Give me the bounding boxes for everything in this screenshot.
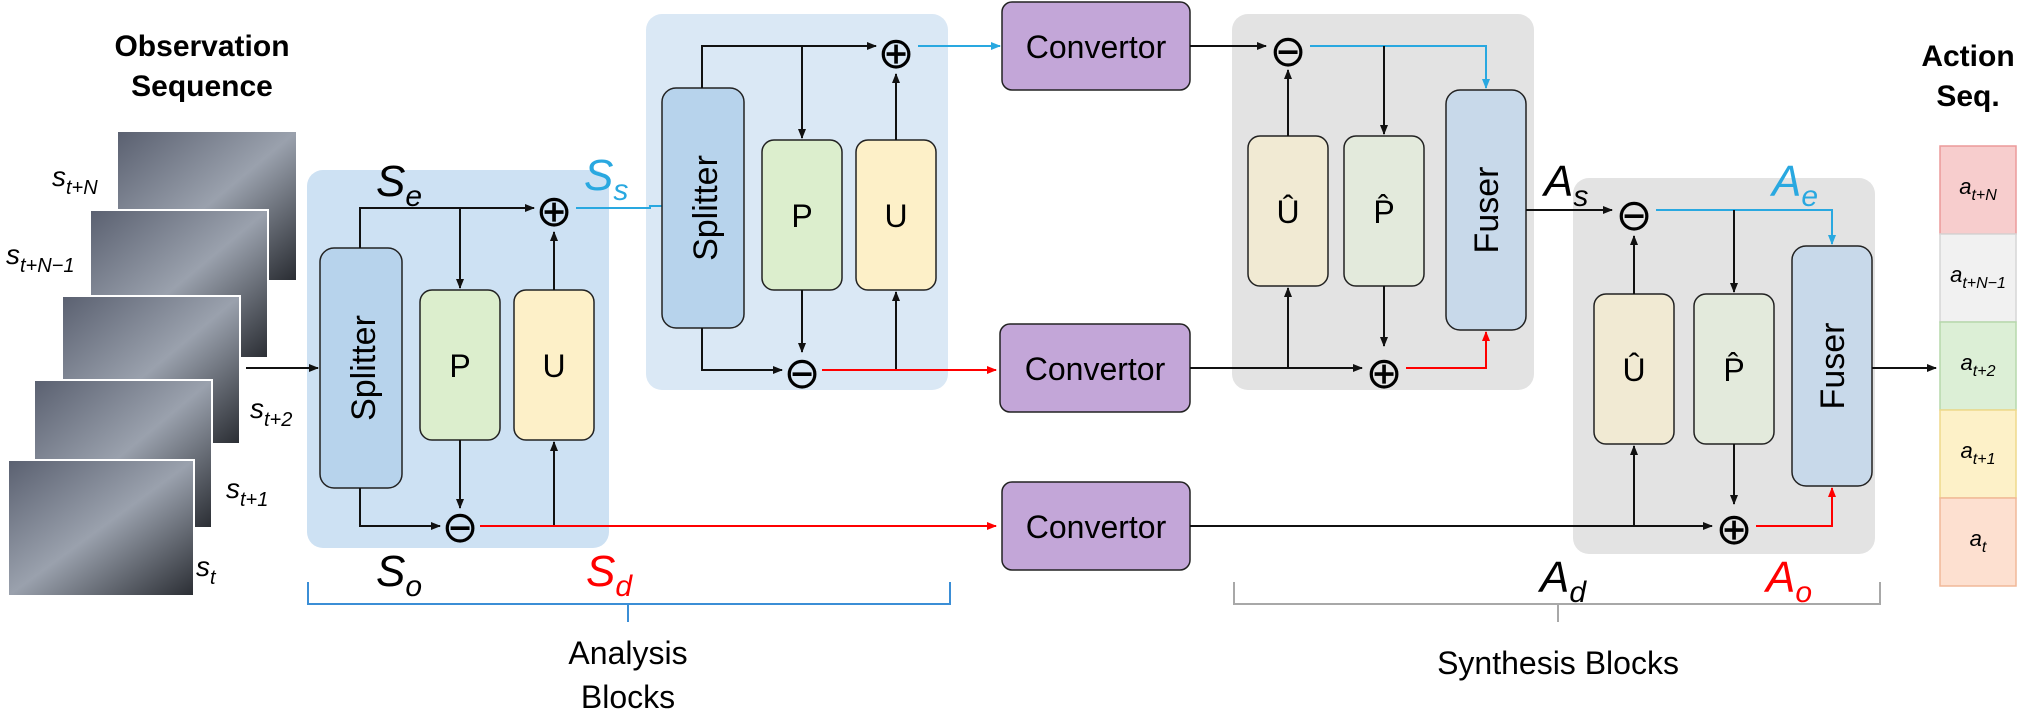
- u-hat-block-1-label: Û: [1276, 194, 1299, 230]
- minus-op-1: ⊖: [442, 503, 479, 552]
- plus-op-1: ⊕: [536, 187, 573, 236]
- plus-op-3: ⊕: [1366, 349, 1403, 398]
- plus-op-2: ⊕: [878, 29, 915, 78]
- action-cell: [1939, 497, 2017, 587]
- splitter-2-label: Splitter: [687, 155, 725, 261]
- convertor-mid-label: Convertor: [1025, 351, 1166, 387]
- action-sequence: at+Nat+N−1at+2at+1at: [1939, 145, 2017, 587]
- signal-so: So: [376, 547, 422, 603]
- signal-sd: Sd: [586, 547, 633, 603]
- frame-label-t+2: st+2: [250, 393, 292, 431]
- signal-ss: Ss: [584, 151, 628, 207]
- analysis-2-wiring: [701, 42, 1001, 374]
- plus-op-4: ⊕: [1716, 505, 1753, 554]
- analysis-label-line2: Blocks: [581, 679, 675, 715]
- fuser-2-label: Fuser: [1814, 323, 1852, 410]
- action-cell-label: at+2: [1961, 350, 1996, 380]
- observation-frames: [7, 132, 296, 597]
- analysis-1-wiring: [359, 202, 997, 530]
- convertor-bottom-label: Convertor: [1026, 509, 1167, 545]
- minus-op-3: ⊖: [1270, 27, 1307, 76]
- p-block-2-label: P: [791, 198, 812, 234]
- action-cell-label: at: [1970, 526, 1987, 556]
- action-cell-label-sub: t: [1982, 539, 1987, 556]
- signal-ae: Ae: [1769, 157, 1818, 213]
- action-cell-label-sub: t+1: [1973, 451, 1996, 468]
- synthesis-1-wiring: [1190, 42, 1613, 372]
- action-cell-label-sub: t+N−1: [1962, 275, 2006, 292]
- action-cell-label-base: a: [1961, 350, 1973, 375]
- p-block-1-label: P: [449, 348, 470, 384]
- fuser-1-label: Fuser: [1468, 167, 1506, 254]
- frame-labels: st+N st+N−1 st+2 st+1 st: [6, 161, 292, 589]
- signal-ao: Ao: [1763, 553, 1812, 609]
- frame-label-t+1: st+1: [226, 473, 268, 511]
- frame-label-t: st: [196, 551, 217, 589]
- action-cell: [1939, 409, 2017, 499]
- u-block-1-label: U: [542, 348, 565, 384]
- action-cell-label-sub: t+2: [1973, 363, 1996, 380]
- frame-label-t+N-1: st+N−1: [6, 239, 74, 277]
- action-cell-label: at+1: [1961, 438, 1996, 468]
- action-cell-label-base: a: [1970, 526, 1982, 551]
- action-cell-label-sub: t+N: [1971, 187, 1997, 204]
- frame-image-5: [7, 459, 195, 597]
- synthesis-label: Synthesis Blocks: [1437, 645, 1679, 681]
- frame-label-t+N: st+N: [52, 161, 98, 199]
- signal-ad: Ad: [1537, 553, 1587, 609]
- signal-as: As: [1541, 157, 1588, 213]
- fuser-2[interactable]: [1791, 245, 1873, 487]
- p-hat-block-1-label: P̂: [1373, 194, 1394, 230]
- action-cell: [1939, 233, 2017, 323]
- u-block-2-label: U: [884, 198, 907, 234]
- splitter-1-label: Splitter: [345, 315, 383, 421]
- action-cell: [1939, 321, 2017, 411]
- convertor-top-label: Convertor: [1026, 29, 1167, 65]
- action-title-line1: Action: [1921, 40, 2014, 73]
- action-cell-label-base: a: [1961, 438, 1973, 463]
- action-cell-label: at+N−1: [1950, 262, 2006, 292]
- analysis-label-line1: Analysis: [568, 635, 687, 671]
- action-cell-label-base: a: [1959, 174, 1971, 199]
- minus-op-2: ⊖: [784, 349, 821, 398]
- observation-title-line1: Observation: [114, 30, 289, 63]
- observation-title-line2: Sequence: [131, 70, 273, 103]
- action-cell-label: at+N: [1959, 174, 1997, 204]
- synthesis-2-wiring: [1190, 209, 1937, 530]
- p-hat-block-2-label: P̂: [1723, 352, 1744, 388]
- minus-op-4: ⊖: [1616, 191, 1653, 240]
- action-title-line2: Seq.: [1936, 80, 1999, 113]
- action-cell: [1939, 145, 2017, 235]
- u-hat-block-2-label: Û: [1622, 352, 1645, 388]
- action-cell-label-base: a: [1950, 262, 1962, 287]
- signal-se: Se: [376, 157, 422, 213]
